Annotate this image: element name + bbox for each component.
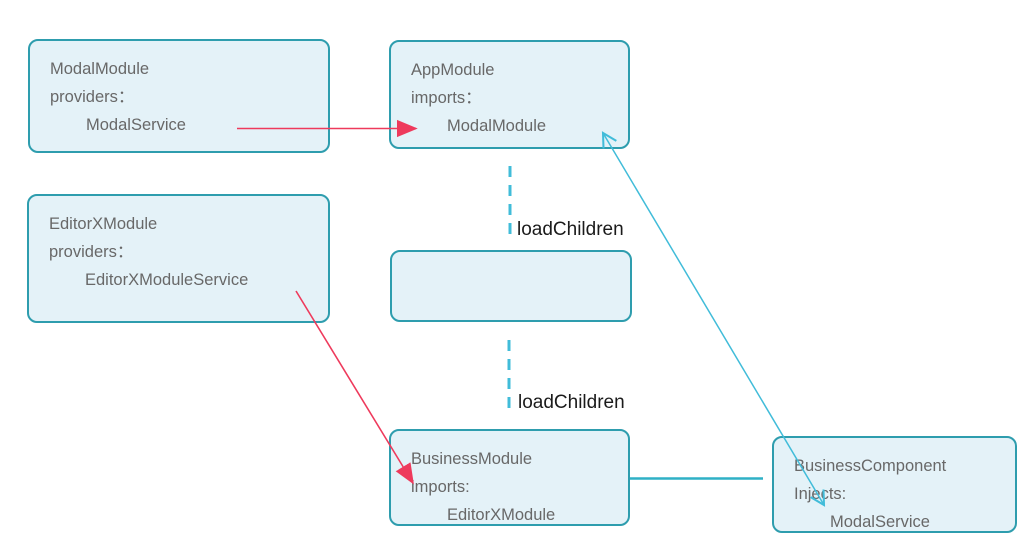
app-module-keyword: imports： — [411, 89, 482, 107]
business-component-title: BusinessComponent — [794, 457, 947, 475]
business-component-value: ModalService — [830, 513, 930, 531]
box-business-component: BusinessComponent Injects: ModalService — [772, 436, 1017, 533]
modal-module-title: ModalModule — [50, 60, 150, 78]
editorx-module-title: EditorXModule — [49, 215, 158, 233]
load-children-label-top: loadChildren — [517, 219, 624, 240]
business-component-keyword: Injects: — [794, 485, 847, 503]
editorx-module-value: EditorXModuleService — [85, 271, 249, 289]
modal-module-keyword: providers： — [50, 88, 135, 106]
modal-module-value: ModalService — [86, 116, 186, 134]
box-business-module: BusinessModule imports: EditorXModule — [389, 429, 630, 526]
box-router-placeholder — [390, 250, 632, 322]
box-app-module: AppModule imports： ModalModule — [389, 40, 630, 149]
box-editorx-module: EditorXModule providers： EditorXModuleSe… — [27, 194, 330, 323]
business-module-keyword: imports: — [411, 478, 470, 496]
box-modal-module: ModalModule providers： ModalService — [28, 39, 330, 153]
business-module-title: BusinessModule — [411, 450, 533, 468]
load-children-label-bottom: loadChildren — [518, 392, 625, 413]
app-module-title: AppModule — [411, 61, 495, 79]
editorx-module-keyword: providers： — [49, 243, 134, 261]
business-module-value: EditorXModule — [447, 506, 556, 524]
app-module-value: ModalModule — [447, 117, 547, 135]
